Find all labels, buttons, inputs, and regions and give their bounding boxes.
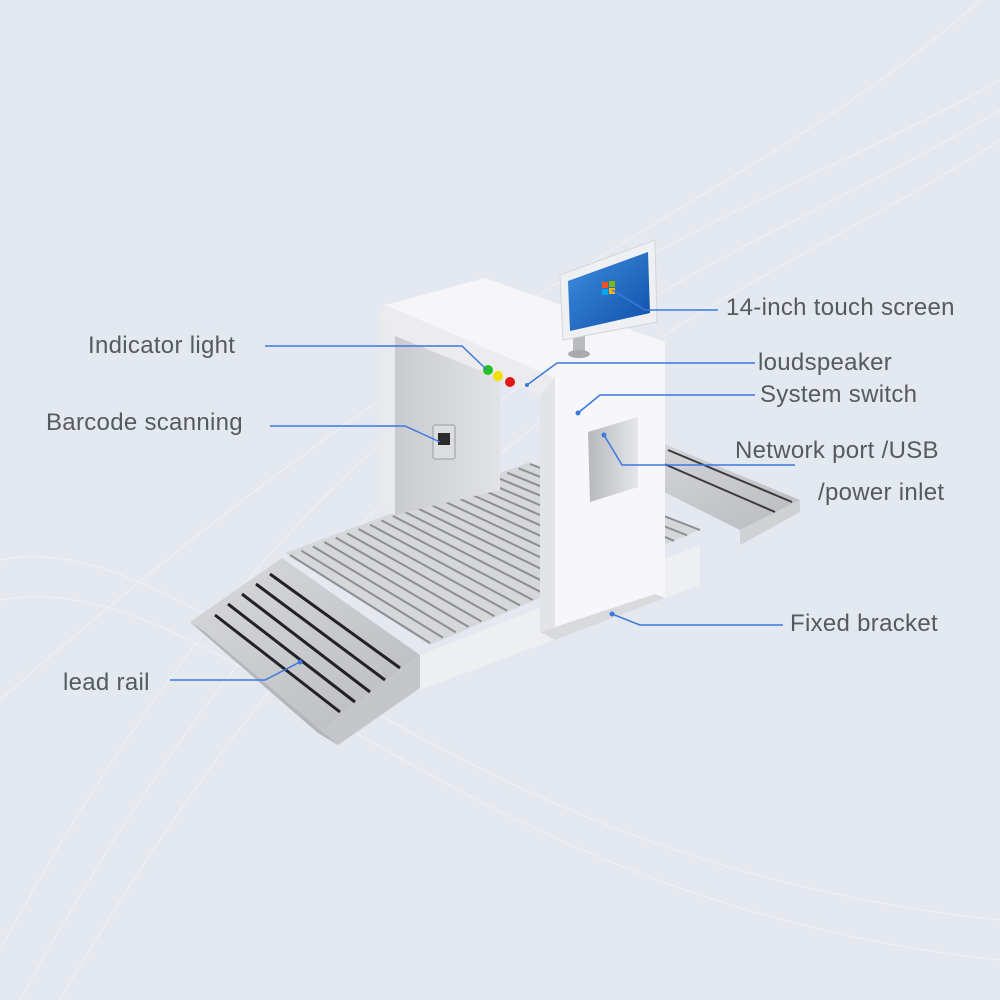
roller	[380, 519, 534, 601]
windows-logo-icon	[602, 281, 615, 295]
touch-screen-monitor	[559, 239, 658, 358]
barcode-scanner	[432, 424, 456, 460]
roller	[323, 541, 470, 628]
lead-rail	[190, 558, 420, 745]
label-loudspeaker: loudspeaker	[758, 349, 893, 376]
label-lead-rail: lead rail	[63, 669, 150, 696]
label-touch-screen: 14-inch touch screen	[726, 294, 955, 321]
roller	[300, 549, 444, 639]
roller	[346, 532, 495, 617]
label-system-switch: System switch	[760, 381, 918, 408]
leader-lines	[170, 289, 795, 681]
label-indicator-light: Indicator light	[88, 332, 236, 359]
label-fixed-bracket: Fixed bracket	[790, 610, 938, 637]
roller	[312, 545, 457, 634]
label-network-port: Network port /USB	[735, 437, 939, 464]
roller	[335, 536, 482, 623]
label-power-inlet: /power inlet	[818, 479, 945, 506]
indicator-lights	[483, 365, 515, 387]
roller	[358, 528, 508, 612]
roller	[403, 510, 560, 591]
leader-dots	[297, 383, 615, 665]
label-barcode-scanning: Barcode scanning	[46, 409, 243, 436]
roller	[289, 554, 431, 644]
roller	[369, 523, 521, 607]
roller	[392, 515, 547, 596]
network-port-window	[588, 417, 638, 502]
